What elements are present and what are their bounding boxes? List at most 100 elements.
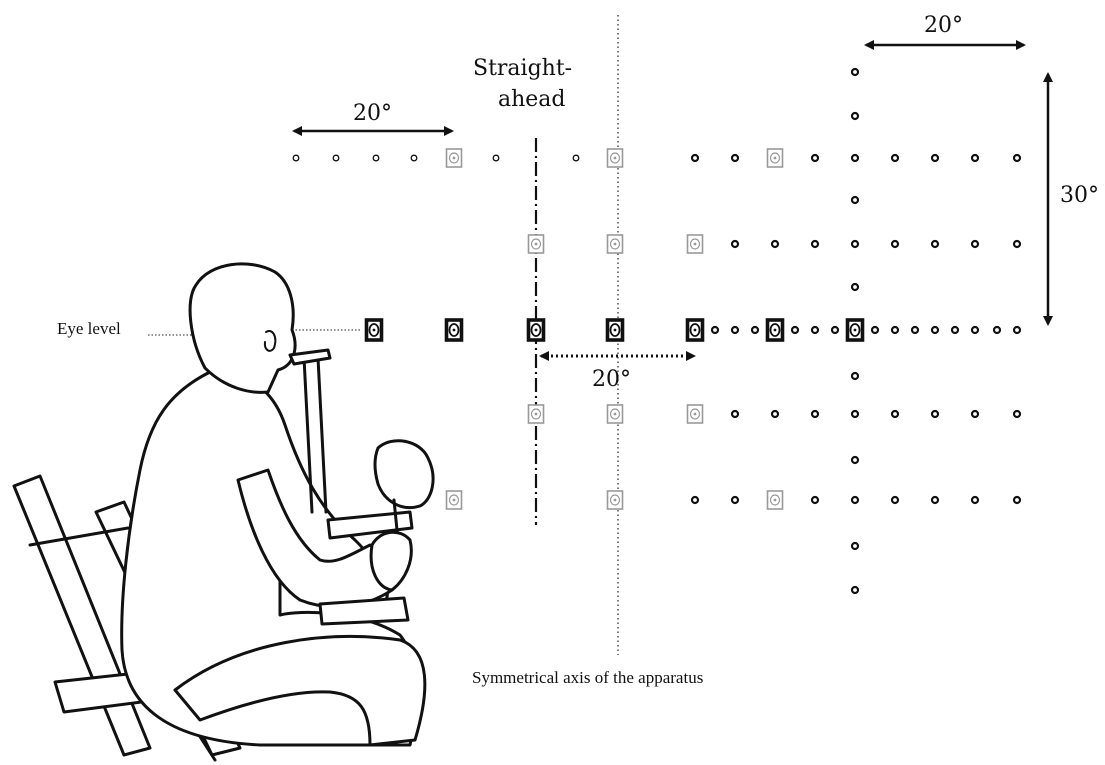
degree-label-top-right: 20°	[924, 13, 963, 38]
target-dot-65	[810, 495, 820, 505]
target-box-32	[685, 318, 705, 342]
chinrest-post-a	[302, 356, 314, 514]
target-dot-25	[930, 239, 940, 249]
target-box-61	[606, 490, 624, 510]
target-box-60	[445, 490, 463, 510]
target-box-28	[364, 318, 384, 342]
target-dot-1	[332, 154, 340, 162]
head	[188, 262, 297, 394]
target-dot-24	[890, 239, 900, 249]
degree-label-center: 20°	[592, 367, 631, 392]
target-dot-2	[372, 154, 380, 162]
target-dot-36	[730, 325, 740, 335]
target-box-30	[526, 318, 546, 342]
ear	[263, 330, 277, 352]
target-dot-45	[950, 325, 960, 335]
target-dot-22	[810, 239, 820, 249]
target-dot-75	[850, 371, 860, 381]
target-dot-68	[930, 495, 940, 505]
target-dot-59	[1012, 409, 1022, 419]
target-dot-0	[292, 154, 300, 162]
target-box-31	[605, 318, 625, 342]
target-box-6	[445, 148, 463, 168]
symmetrical-axis-caption: Symmetrical axis of the apparatus	[472, 668, 703, 687]
target-dot-43	[910, 325, 920, 335]
target-dot-58	[970, 409, 980, 419]
target-dot-63	[690, 495, 700, 505]
hand-support	[318, 596, 410, 626]
target-dot-55	[850, 409, 860, 419]
target-dot-76	[850, 455, 860, 465]
armrest-table	[326, 510, 414, 540]
target-dot-15	[1012, 153, 1022, 163]
target-dot-21	[770, 239, 780, 249]
target-dot-66	[850, 495, 860, 505]
target-box-19	[686, 234, 704, 254]
chinrest-top	[288, 348, 332, 366]
target-grid	[292, 67, 1022, 595]
target-box-29	[444, 318, 464, 342]
target-dot-35	[710, 325, 720, 335]
target-dot-11	[850, 153, 860, 163]
target-box-33	[765, 318, 785, 342]
target-dot-12	[890, 153, 900, 163]
target-dot-4	[492, 154, 500, 162]
target-dot-38	[790, 325, 800, 335]
target-dot-54	[810, 409, 820, 419]
target-box-49	[527, 404, 545, 424]
straight-ahead-label-line1: Straight-	[473, 56, 572, 81]
target-dot-42	[890, 325, 900, 335]
degree-label-left: 20°	[353, 101, 392, 126]
target-dot-9	[730, 153, 740, 163]
target-dot-71	[850, 67, 860, 77]
target-dot-64	[730, 495, 740, 505]
observer-figure	[12, 262, 435, 762]
target-box-17	[527, 234, 545, 254]
target-dot-10	[810, 153, 820, 163]
target-dot-41	[870, 325, 880, 335]
target-dot-8	[690, 153, 700, 163]
hand	[369, 530, 413, 592]
target-box-7	[606, 148, 624, 168]
target-dot-44	[930, 325, 940, 335]
degree-label-right-vertical: 30°	[1060, 183, 1099, 208]
target-dot-14	[970, 153, 980, 163]
target-dot-27	[1012, 239, 1022, 249]
target-box-18	[606, 234, 624, 254]
target-box-62	[766, 490, 784, 510]
target-dot-23	[850, 239, 860, 249]
target-dot-78	[850, 585, 860, 595]
target-dot-47	[992, 325, 1002, 335]
target-box-34	[845, 318, 865, 342]
target-box-16	[766, 148, 784, 168]
target-dot-77	[850, 541, 860, 551]
target-dot-46	[970, 325, 980, 335]
target-box-51	[686, 404, 704, 424]
target-box-50	[606, 404, 624, 424]
target-dot-37	[750, 325, 760, 335]
eye-level-label: Eye level	[57, 319, 121, 338]
target-dot-26	[970, 239, 980, 249]
target-dot-72	[850, 111, 860, 121]
target-dot-13	[930, 153, 940, 163]
target-dot-5	[572, 154, 580, 162]
target-dot-57	[930, 409, 940, 419]
target-dot-67	[890, 495, 900, 505]
target-dot-40	[830, 325, 840, 335]
target-dot-53	[770, 409, 780, 419]
target-dot-69	[970, 495, 980, 505]
leg	[173, 635, 427, 747]
chair-crossbar	[28, 526, 130, 547]
target-dot-73	[850, 195, 860, 205]
chinrest-post-b	[316, 356, 328, 514]
target-dot-52	[730, 409, 740, 419]
target-dot-20	[730, 239, 740, 249]
straight-ahead-label-line2: ahead	[498, 87, 566, 112]
target-dot-56	[890, 409, 900, 419]
target-dot-70	[1012, 495, 1022, 505]
target-dot-3	[410, 154, 418, 162]
target-dot-39	[810, 325, 820, 335]
target-dot-48	[1012, 325, 1022, 335]
